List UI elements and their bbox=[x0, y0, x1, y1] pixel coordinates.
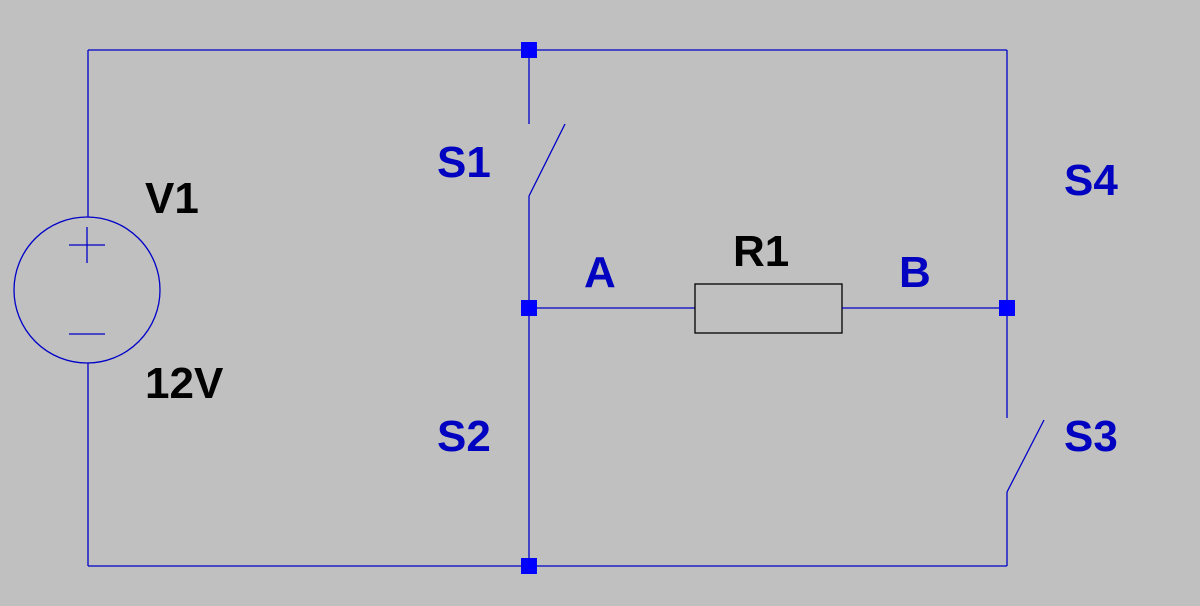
junction-node-b bbox=[999, 300, 1015, 316]
switch-s3-blade bbox=[1006, 419, 1045, 493]
voltage-source-v1-circle bbox=[13, 216, 161, 364]
junction-node-a bbox=[521, 300, 537, 316]
switch-s4-label: S4 bbox=[1064, 156, 1118, 205]
node-a-label: A bbox=[584, 248, 616, 297]
junction-top bbox=[521, 42, 537, 58]
node-b-label: B bbox=[899, 248, 931, 297]
switch-s1-label: S1 bbox=[437, 138, 491, 187]
source-value-label: 12V bbox=[145, 359, 224, 408]
switch-s3-label: S3 bbox=[1064, 412, 1118, 461]
junction-bottom bbox=[521, 558, 537, 574]
switch-s1-blade bbox=[528, 123, 566, 197]
source-name-label: V1 bbox=[145, 174, 199, 223]
resistor-r1-body bbox=[694, 283, 843, 334]
resistor-name-label: R1 bbox=[733, 227, 790, 276]
switch-s2-label: S2 bbox=[437, 412, 491, 461]
